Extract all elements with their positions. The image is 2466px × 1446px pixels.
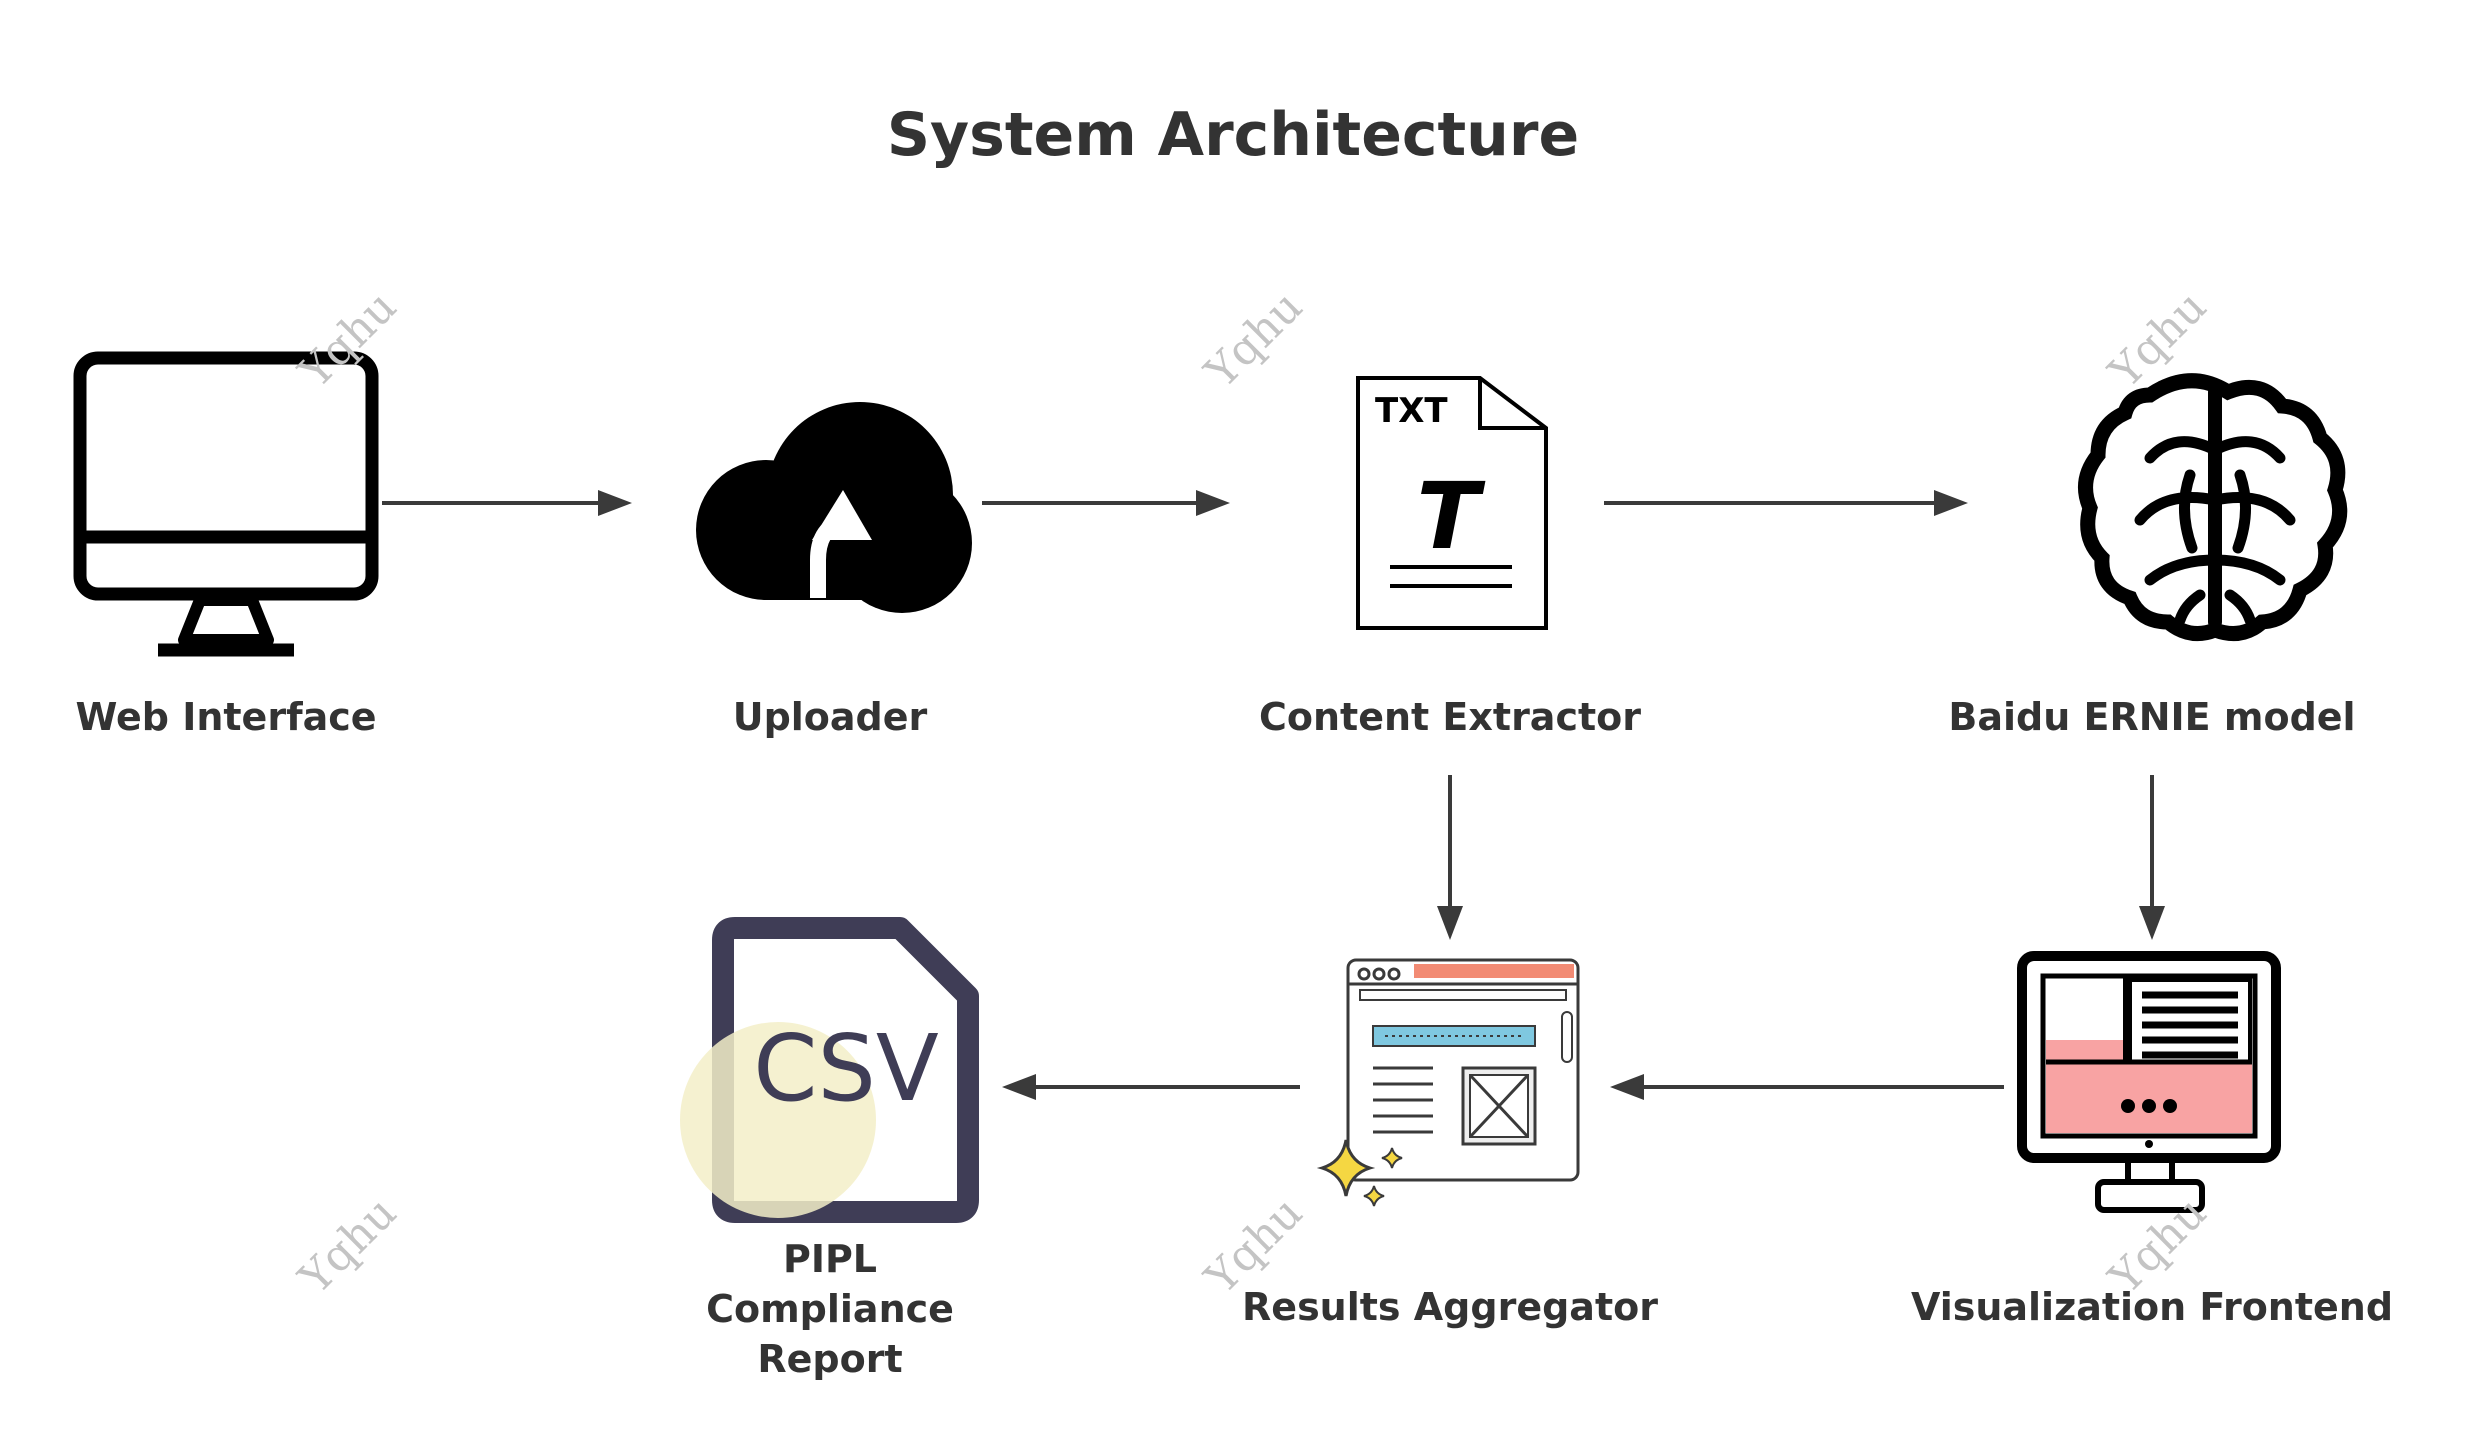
watermark: Yqhu [289,1187,406,1304]
node-label: Results Aggregator [1242,1285,1658,1329]
browser-window-icon [1316,958,1580,1207]
monitor-icon [73,351,379,657]
node-content-extractor: TXT T Content Extractor [1259,376,1641,739]
node-label: Baidu ERNIE model [1948,695,2355,739]
diagram-title: System Architecture [887,100,1579,170]
sparkle-icon [1381,1147,1403,1169]
node-label-line-1: PIPL [783,1237,877,1281]
node-visualization-frontend: Visualization Frontend [1911,951,2393,1329]
brain-icon [2078,373,2348,642]
text-t-glyph: T [1417,463,1486,570]
node-results-aggregator: Results Aggregator [1242,958,1658,1329]
node-label: Web Interface [75,695,376,739]
arrow-web-to-uploader [382,490,632,516]
node-label: Uploader [733,695,928,739]
arrow-extractor-to-aggregator [1437,775,1463,940]
dashboard-monitor-icon [2017,951,2281,1213]
sparkle-icon [1363,1185,1385,1207]
txt-file-icon: TXT T [1356,376,1548,630]
watermark: Yqhu [289,281,406,398]
watermark: Yqhu [1195,281,1312,398]
node-compliance-report: CSV PIPL Compliance Report [680,917,979,1381]
node-web-interface: Web Interface [73,351,379,739]
node-label: Visualization Frontend [1911,1285,2393,1329]
arrow-ernie-to-visualization [2139,775,2165,940]
csv-file-icon: CSV [680,917,979,1223]
arrow-uploader-to-extractor [982,490,1230,516]
cloud-upload-icon [696,402,972,613]
node-label-line-2: Compliance [706,1287,954,1331]
txt-label: TXT [1375,391,1448,431]
arrow-aggregator-to-report [1002,1074,1300,1100]
node-label: Content Extractor [1259,695,1641,739]
arrow-visualization-to-aggregator [1610,1074,2004,1100]
node-uploader: Uploader [696,402,972,739]
csv-label: CSV [753,1015,939,1122]
sparkle-icon [1316,1139,1376,1197]
arrow-extractor-to-ernie [1604,490,1968,516]
node-label-line-3: Report [757,1337,902,1381]
node-ernie-model: Baidu ERNIE model [1948,373,2356,739]
